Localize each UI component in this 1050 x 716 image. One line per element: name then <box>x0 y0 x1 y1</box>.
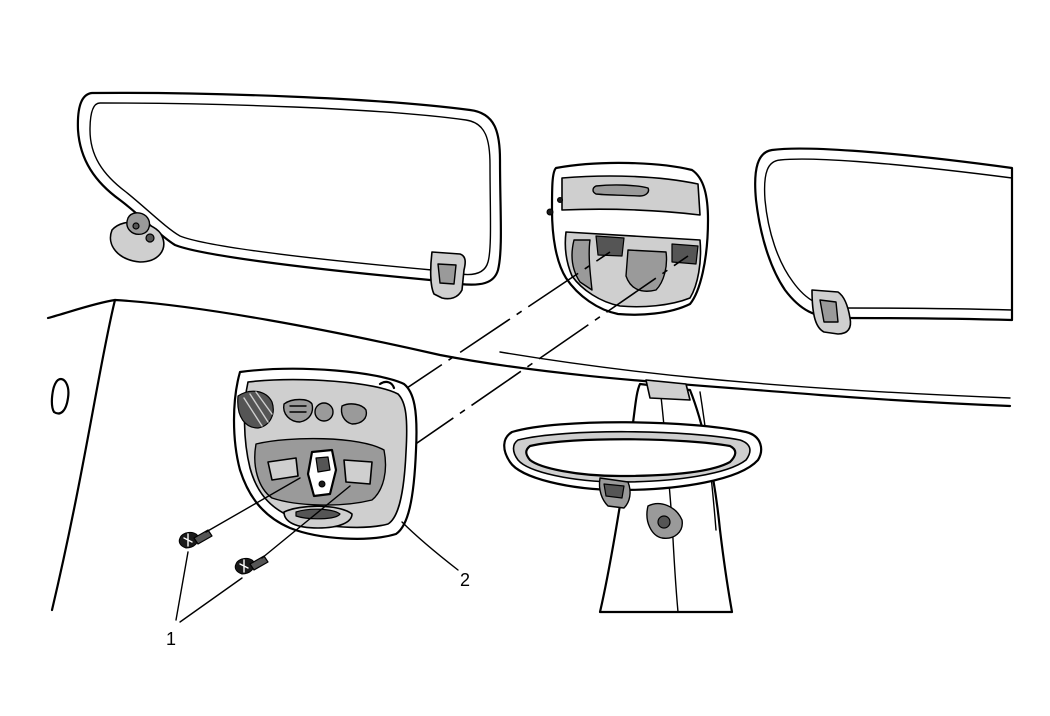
screw-upper <box>178 529 213 549</box>
screw-lower <box>234 555 269 575</box>
console-button-right <box>340 403 368 425</box>
console-button-center <box>314 402 334 422</box>
callout-2: 2 <box>401 521 470 590</box>
screw-lower-path <box>261 485 351 559</box>
callout-1: 1 <box>166 551 243 649</box>
alignment-lines <box>391 251 689 453</box>
console-vent-grille <box>237 390 274 429</box>
console-mounting-bracket <box>546 161 710 316</box>
callout-label-2: 2 <box>460 570 470 590</box>
left-sun-visor <box>76 91 502 300</box>
roof-console <box>232 367 418 540</box>
console-button-left <box>283 398 314 423</box>
rear-view-mirror <box>503 379 763 614</box>
right-sun-visor <box>754 147 1014 335</box>
headliner-clip <box>50 377 70 415</box>
callout-label-1: 1 <box>166 629 176 649</box>
headliner <box>46 298 1012 612</box>
screw-upper-path <box>205 477 301 533</box>
